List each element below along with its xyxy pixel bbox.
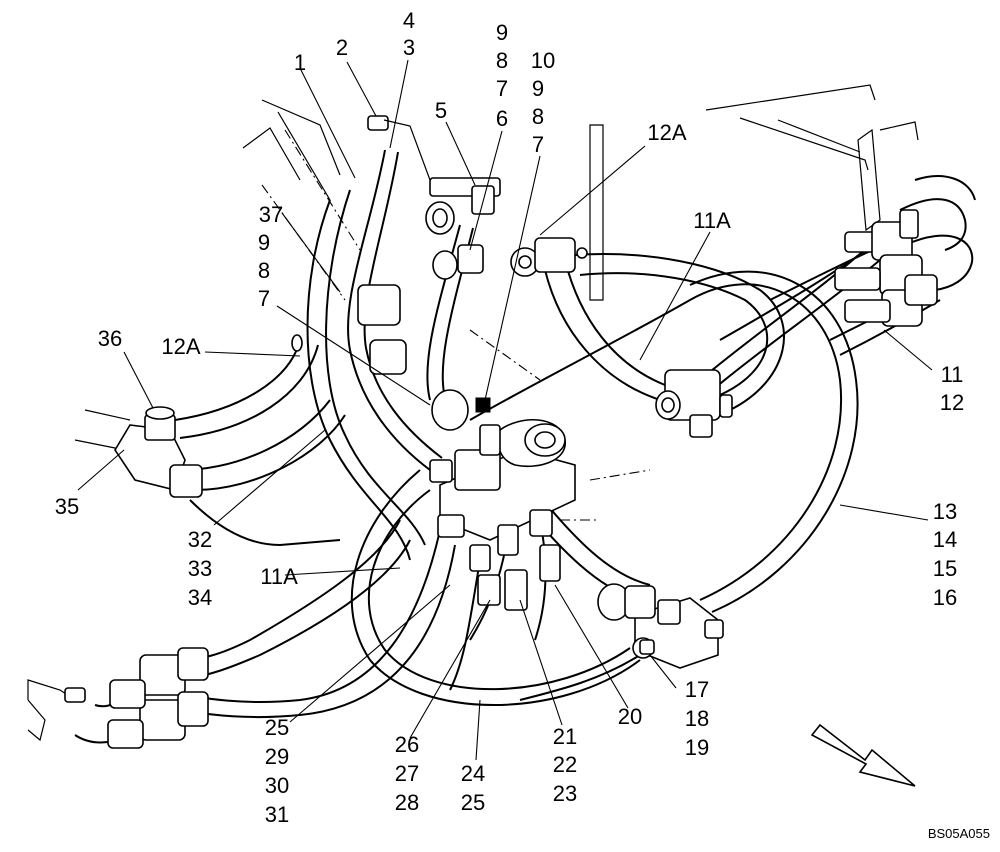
callout-10: 10 bbox=[531, 48, 555, 73]
callout-2: 2 bbox=[336, 35, 348, 60]
callout-16: 16 bbox=[933, 585, 957, 610]
callout-32: 32 bbox=[188, 527, 212, 552]
callout-26: 26 bbox=[395, 732, 419, 757]
callout-13: 13 bbox=[933, 499, 957, 524]
callout-22: 22 bbox=[553, 752, 577, 777]
callout-6-group-7: 7 bbox=[496, 76, 508, 101]
callout-12a-top: 12A bbox=[647, 120, 686, 145]
callout-29: 29 bbox=[265, 744, 289, 769]
callout-37-group-7: 7 bbox=[258, 286, 270, 311]
callout-20: 20 bbox=[618, 704, 642, 729]
callout-30: 30 bbox=[265, 773, 289, 798]
callout-33: 33 bbox=[188, 556, 212, 581]
callout-4: 4 bbox=[403, 8, 415, 33]
callout-34: 34 bbox=[188, 585, 212, 610]
callout-labels: 1 2 4 3 5 9 8 7 6 10 9 8 7 12A 11A 37 9 … bbox=[55, 8, 990, 841]
callout-37-group-9: 9 bbox=[258, 230, 270, 255]
callout-28: 28 bbox=[395, 790, 419, 815]
callout-11a-top: 11A bbox=[693, 208, 731, 233]
callout-6: 6 bbox=[496, 106, 508, 131]
callout-31: 31 bbox=[265, 802, 289, 827]
callout-11a-left: 11A bbox=[260, 564, 298, 589]
callout-14: 14 bbox=[933, 527, 957, 552]
callout-25-center: 25 bbox=[461, 790, 485, 815]
direction-arrow bbox=[810, 723, 916, 787]
callout-7-group-8: 8 bbox=[532, 104, 544, 129]
callout-1: 1 bbox=[294, 50, 306, 75]
frame-outline bbox=[27, 84, 919, 742]
callout-6-group-9: 9 bbox=[496, 20, 508, 45]
hose-fittings bbox=[64, 115, 938, 749]
leader-lines bbox=[77, 59, 933, 761]
callout-35: 35 bbox=[55, 494, 79, 519]
callout-12a-left: 12A bbox=[161, 334, 200, 359]
callout-23: 23 bbox=[553, 781, 577, 806]
callout-37-group-8: 8 bbox=[258, 258, 270, 283]
callout-7: 7 bbox=[532, 132, 544, 157]
callout-25-left: 25 bbox=[265, 715, 289, 740]
callout-24: 24 bbox=[461, 761, 485, 786]
callout-7-group-9: 9 bbox=[532, 76, 544, 101]
callout-27: 27 bbox=[395, 761, 419, 786]
callout-11: 11 bbox=[941, 362, 964, 387]
callout-37: 37 bbox=[259, 202, 283, 227]
callout-17: 17 bbox=[685, 677, 709, 702]
callout-19: 19 bbox=[685, 735, 709, 760]
callout-18: 18 bbox=[685, 706, 709, 731]
callout-36: 36 bbox=[98, 326, 122, 351]
drawing-code: BS05A055 bbox=[928, 826, 990, 841]
callout-6-group-8: 8 bbox=[496, 48, 508, 73]
callout-15: 15 bbox=[933, 556, 957, 581]
callout-3: 3 bbox=[403, 35, 415, 60]
callout-5: 5 bbox=[435, 98, 447, 123]
callout-12: 12 bbox=[940, 390, 964, 415]
callout-21: 21 bbox=[553, 724, 577, 749]
